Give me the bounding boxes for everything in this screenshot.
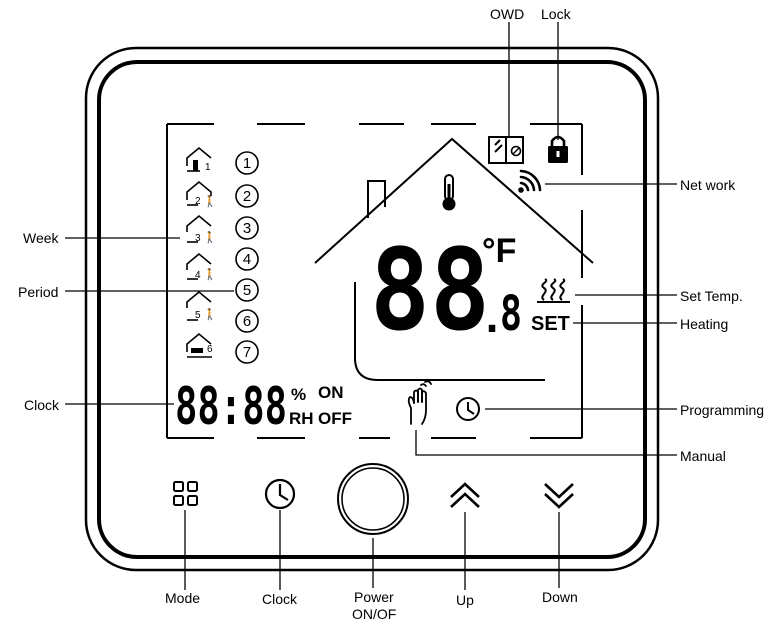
mode-label: Mode (165, 590, 201, 606)
rh-label: RH (289, 409, 314, 428)
fahrenheit-unit: °F (482, 232, 516, 270)
leader-lines (65, 22, 677, 590)
device-outer-frame (84, 46, 660, 572)
svg-text:4: 4 (243, 251, 251, 268)
day-1-house-icon (186, 146, 212, 172)
period-circle-1 (235, 151, 259, 175)
svg-text:7: 7 (243, 344, 251, 361)
walk-icon-4: 🚶 (203, 268, 217, 281)
clock-button-label: Clock (262, 591, 298, 607)
svg-text:6: 6 (243, 313, 251, 330)
period-circle-2 (235, 184, 259, 208)
day-4-number: 4 (195, 270, 201, 281)
period-circle-4 (235, 247, 259, 271)
svg-text:5: 5 (243, 282, 251, 299)
day-4-house-icon (186, 252, 212, 280)
lock-icon (548, 135, 568, 163)
clock-button-icon (264, 478, 296, 510)
down-button[interactable] (544, 483, 574, 509)
mode-button[interactable] (173, 481, 198, 506)
day-6-number: 6 (207, 344, 213, 355)
percent-sign: % (291, 385, 306, 404)
power-button[interactable] (337, 463, 409, 535)
manual-hand-icon (407, 380, 432, 425)
up-label: Up (456, 592, 474, 608)
day-5-house-icon (186, 290, 212, 321)
period-circle-3 (235, 216, 259, 240)
day-2-house-icon (186, 180, 212, 206)
house-outline (314, 137, 594, 381)
open-window-icon (488, 136, 524, 164)
lcd-dashed-frame (166, 123, 583, 439)
programming-clock-icon (456, 397, 480, 421)
period-circle-7 (235, 340, 259, 364)
programming-label: Programming (680, 402, 765, 418)
power-button-inner (341, 467, 405, 531)
wifi-icon (518, 169, 542, 193)
chevron-up-icon (450, 482, 480, 508)
day-3-house-icon (186, 214, 212, 243)
decimal-point: . (480, 296, 504, 342)
heating-label: Heating (680, 316, 729, 332)
power-label-line1: Power (354, 589, 394, 605)
power-label-line2: ON/OF (352, 606, 397, 622)
off-indicator: OFF (318, 409, 352, 428)
week-day-numbers: 1 2 3 4 5 6 (195, 162, 213, 355)
week-label: Week (23, 230, 59, 246)
set-temp-label: Set Temp. (680, 288, 743, 304)
up-button[interactable] (450, 482, 480, 508)
clock-digits: 88:88 (175, 377, 287, 437)
period-circle-6 (235, 309, 259, 333)
period-circle-numbers (235, 151, 259, 364)
day-1-number: 1 (205, 162, 211, 173)
manual-label: Manual (680, 448, 726, 464)
lock-label: Lock (541, 6, 571, 22)
on-indicator: ON (318, 383, 344, 402)
day-3-number: 3 (195, 233, 201, 244)
day-2-number: 2 (195, 196, 201, 207)
day-5-number: 5 (195, 310, 201, 321)
set-label: SET (531, 313, 570, 335)
walk-icon-3: 🚶 (203, 231, 217, 244)
heating-icon (537, 278, 570, 303)
week-day-icons (186, 146, 212, 358)
svg-text:1: 1 (243, 155, 251, 172)
day-6-house-icon (186, 332, 212, 358)
svg-text:3: 3 (243, 220, 251, 237)
walk-icon-5: 🚶 (203, 308, 217, 321)
network-label: Net work (680, 177, 736, 193)
svg-text:2: 2 (243, 188, 251, 205)
power-button-outer (337, 463, 409, 535)
main-temperature-digits: 88 (370, 226, 490, 356)
thermometer-icon (442, 174, 456, 211)
clock-label: Clock (24, 397, 60, 413)
down-label: Down (542, 589, 578, 605)
period-circle-5 (235, 278, 259, 302)
period-circle-digits: 1 2 3 4 5 6 7 (243, 155, 251, 361)
walking-person-icons: 🚶 🚶 🚶 🚶 (203, 195, 217, 321)
decimal-digit: 8 (500, 286, 522, 342)
chevron-down-icon (544, 483, 574, 509)
device-inner-frame (97, 60, 647, 559)
period-label: Period (18, 284, 59, 300)
mode-grid-icon (173, 481, 198, 506)
manual-leader (415, 430, 677, 456)
owd-label: OWD (490, 6, 525, 22)
clock-button[interactable] (264, 478, 296, 510)
walk-icon-2: 🚶 (203, 195, 217, 208)
